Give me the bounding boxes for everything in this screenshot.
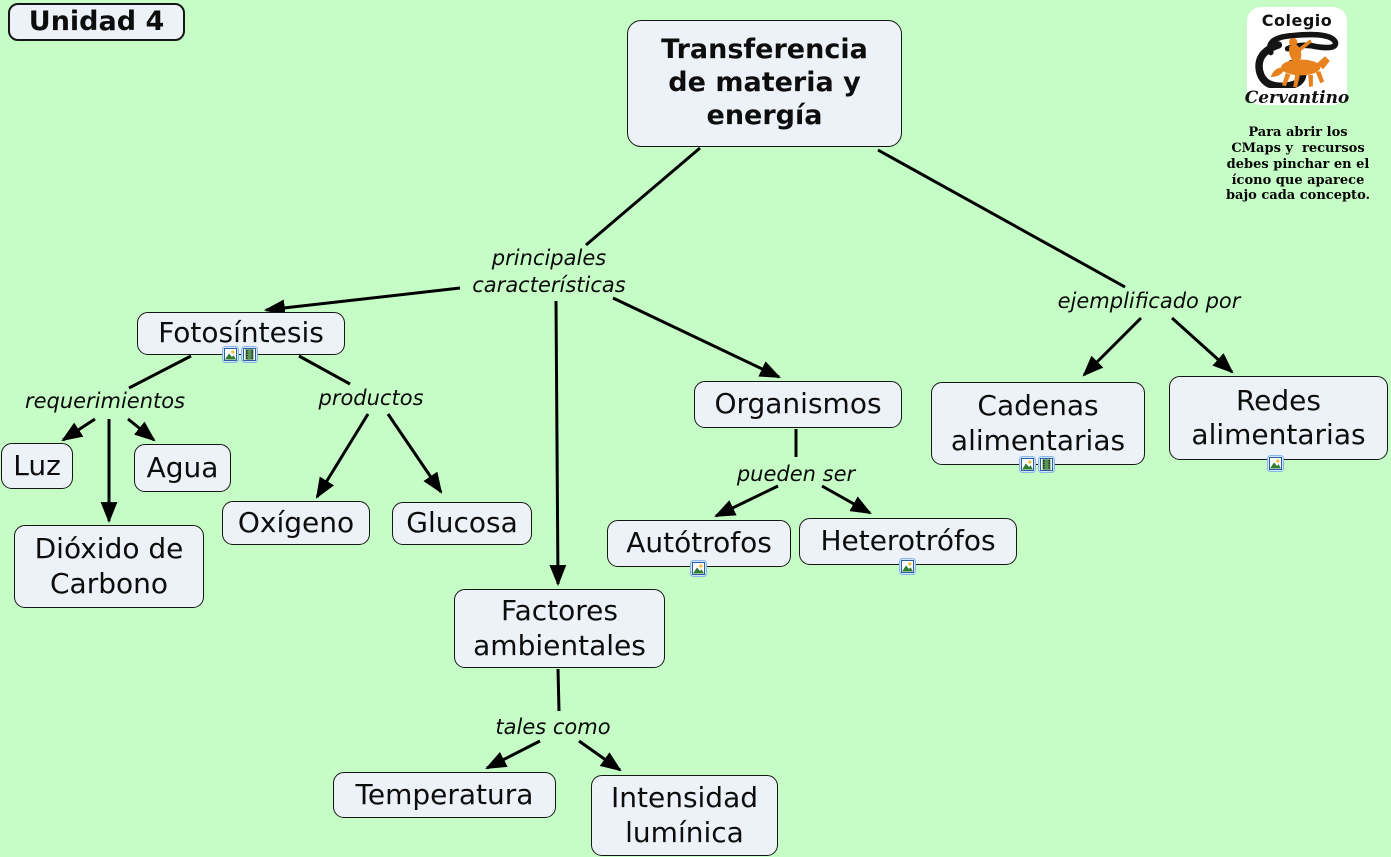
link-label-tales-como[interactable]: tales como xyxy=(495,715,611,739)
autotrofos-resource-icons xyxy=(690,560,707,577)
concept-node-glucosa[interactable]: Glucosa xyxy=(392,502,532,545)
link-label-productos[interactable]: productos xyxy=(318,386,424,410)
concept-node-agua[interactable]: Agua xyxy=(134,444,231,492)
concept-node-heterotrofos[interactable]: Heterotrófos xyxy=(799,518,1017,565)
concept-node-intensidad-luminica[interactable]: Intensidad lumínica xyxy=(591,775,778,856)
cadenas-resource-icons xyxy=(1019,456,1055,473)
instruction-line: Para abrir los xyxy=(1248,125,1348,140)
concept-node-fotosintesis[interactable]: Fotosíntesis xyxy=(137,312,345,355)
concept-node-root[interactable]: Transferencia de materia y energía xyxy=(627,20,902,147)
concept-node-redes-alimentarias[interactable]: Redes alimentarias xyxy=(1169,376,1388,460)
image-resource-icon[interactable] xyxy=(1019,456,1036,473)
image-resource-icon[interactable] xyxy=(1267,455,1284,472)
link-label-principales-caracteristicas[interactable]: principales características xyxy=(472,246,626,298)
unit-title-box: Unidad 4 xyxy=(8,3,185,41)
concept-node-organismos[interactable]: Organismos xyxy=(694,381,902,428)
instruction-note: Para abrir los CMaps y recursos debes pi… xyxy=(1212,125,1384,204)
instruction-line: CMaps y recursos xyxy=(1231,140,1365,156)
instruction-line: bajo cada concepto. xyxy=(1225,188,1371,204)
video-resource-icon[interactable] xyxy=(1038,456,1055,473)
school-logo: Colegio Cervantino xyxy=(1245,7,1349,108)
concept-node-temperatura[interactable]: Temperatura xyxy=(333,772,556,818)
instruction-line: debes pinchar en el xyxy=(1226,156,1370,172)
concept-node-luz[interactable]: Luz xyxy=(1,443,73,489)
link-label-requerimientos[interactable]: requerimientos xyxy=(24,389,186,413)
concept-node-dioxido-de-carbono[interactable]: Dióxido de Carbono xyxy=(14,525,204,608)
image-resource-icon[interactable] xyxy=(222,346,239,363)
image-resource-icon[interactable] xyxy=(899,558,916,575)
concept-node-cadenas-alimentarias[interactable]: Cadenas alimentarias xyxy=(931,382,1145,465)
instruction-line: ícono que aparece xyxy=(1231,172,1365,188)
fotosintesis-resource-icons xyxy=(222,346,258,363)
concept-node-autotrofos[interactable]: Autótrofos xyxy=(607,520,791,567)
logo-text-colegio: Colegio xyxy=(1261,11,1333,30)
heterotrofos-resource-icons xyxy=(899,558,916,575)
logo-text-cervantino: Cervantino xyxy=(1244,88,1350,108)
video-resource-icon[interactable] xyxy=(241,346,258,363)
image-resource-icon[interactable] xyxy=(690,560,707,577)
link-label-ejemplificado-por[interactable]: ejemplificado por xyxy=(1057,289,1241,313)
redes-resource-icons xyxy=(1267,455,1284,472)
quixote-horse-emblem xyxy=(1255,31,1339,91)
concept-node-factores-ambientales[interactable]: Factores ambientales xyxy=(454,589,665,668)
link-label-pueden-ser[interactable]: pueden ser xyxy=(736,462,856,486)
concept-node-oxigeno[interactable]: Oxígeno xyxy=(222,501,370,545)
